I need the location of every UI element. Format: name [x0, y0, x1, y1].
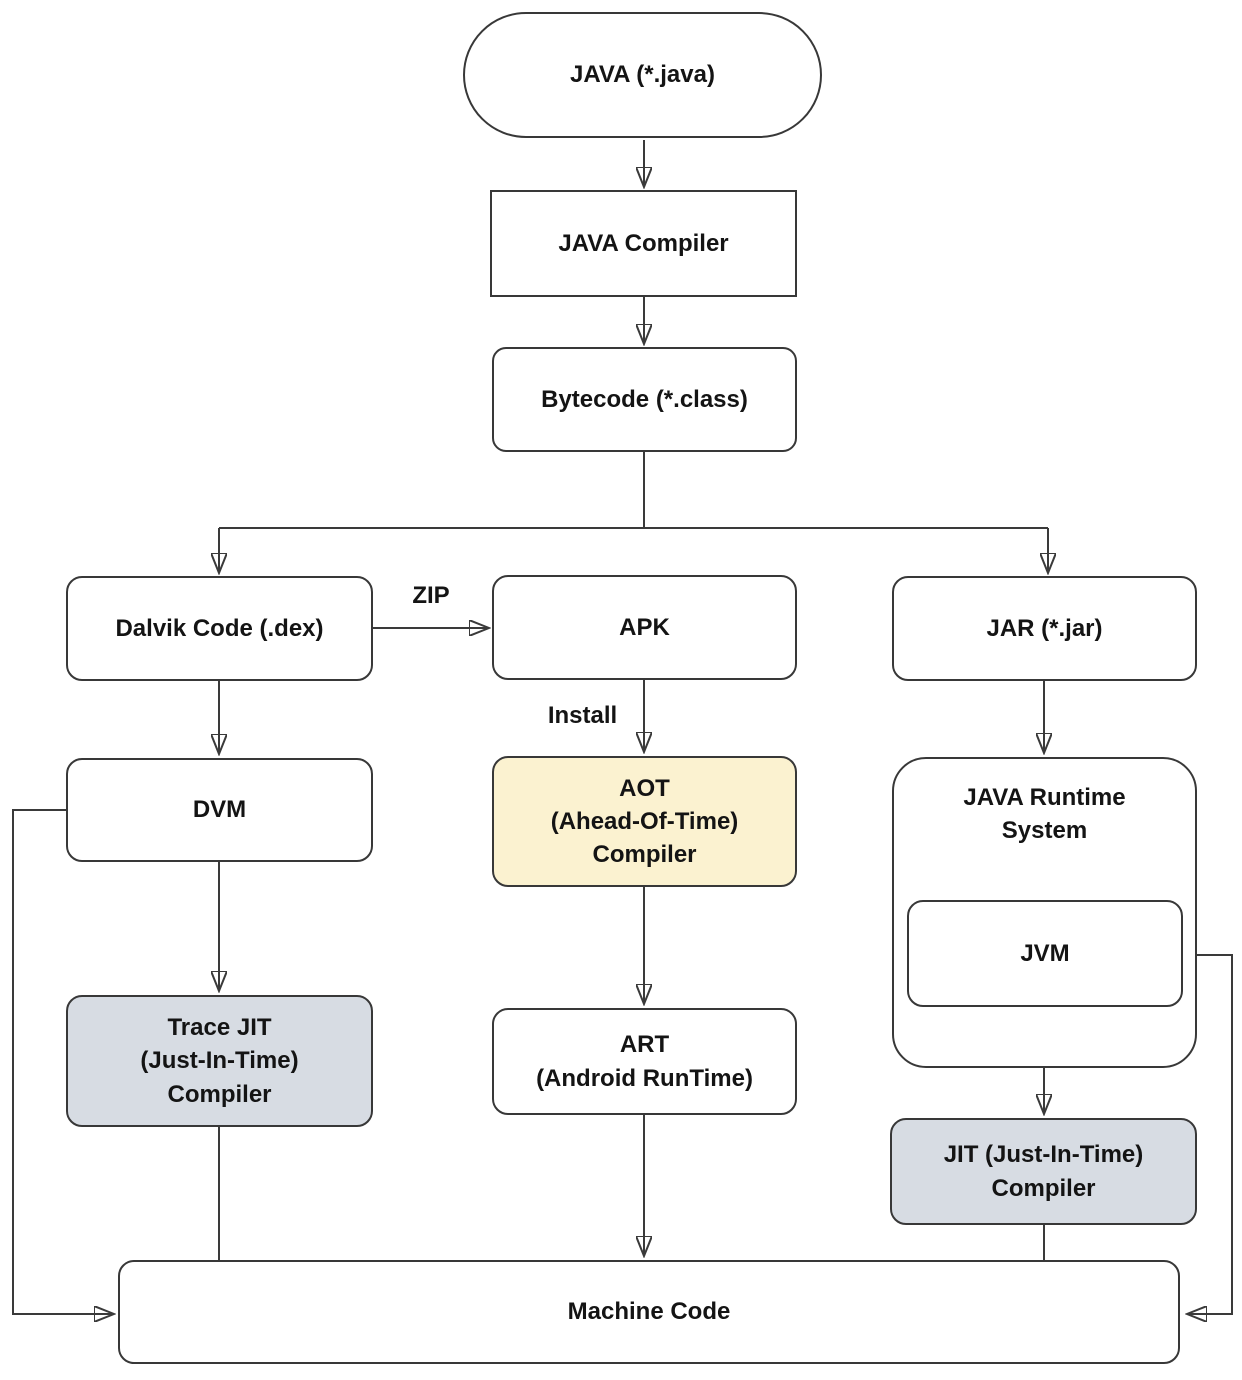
node-dalvik: Dalvik Code (.dex) [66, 576, 373, 681]
node-java-compiler: JAVA Compiler [490, 190, 797, 297]
node-label: Machine Code [567, 1298, 731, 1326]
node-label-line: System [1001, 817, 1088, 845]
edge-jvm-loop-to-machine [1182, 954, 1233, 1314]
node-label: Bytecode (*.class) [541, 385, 748, 413]
node-machine-code: Machine Code [118, 1260, 1180, 1364]
edge-label-text: Install [547, 702, 618, 729]
node-jar: JAR (*.jar) [892, 576, 1197, 681]
node-jit-compiler: JIT (Just-In-Time) Compiler [890, 1118, 1197, 1225]
node-label: JAVA (*.java) [570, 61, 715, 89]
edge-label-text: ZIP [412, 582, 450, 609]
node-label: JVM [1020, 939, 1070, 967]
node-label-line: Trace JIT [167, 1014, 272, 1042]
node-aot-compiler: AOT (Ahead-Of-Time) Compiler [492, 756, 797, 887]
node-label: DVM [192, 796, 247, 824]
edge-dvm-loop-to-machine [12, 809, 114, 1314]
edge-label-install: Install [535, 702, 630, 730]
node-label: Dalvik Code (.dex) [115, 614, 324, 642]
node-label: JAR (*.jar) [986, 614, 1103, 642]
node-label: APK [619, 613, 670, 641]
node-label: JAVA Compiler [558, 229, 729, 257]
node-label-line: Compiler [991, 1174, 1096, 1202]
node-jvm: JVM [907, 900, 1183, 1007]
node-label-line: JAVA Runtime [963, 784, 1126, 811]
node-label-line: (Ahead-Of-Time) [550, 807, 739, 835]
node-label-line: Compiler [592, 841, 697, 869]
node-java-source: JAVA (*.java) [463, 12, 822, 138]
node-art: ART (Android RunTime) [492, 1008, 797, 1115]
node-label-line: JIT (Just-In-Time) [943, 1141, 1144, 1169]
node-label-line: ART [619, 1031, 670, 1059]
node-dvm: DVM [66, 758, 373, 862]
node-label-line: (Android RunTime) [536, 1064, 753, 1092]
node-label-line: Compiler [167, 1080, 272, 1108]
node-bytecode: Bytecode (*.class) [492, 347, 797, 452]
node-label-line: (Just-In-Time) [140, 1047, 299, 1075]
node-apk: APK [492, 575, 797, 680]
node-label-line: AOT [619, 774, 670, 802]
node-trace-jit-compiler: Trace JIT (Just-In-Time) Compiler [66, 995, 373, 1127]
edge-label-zip: ZIP [396, 582, 466, 610]
